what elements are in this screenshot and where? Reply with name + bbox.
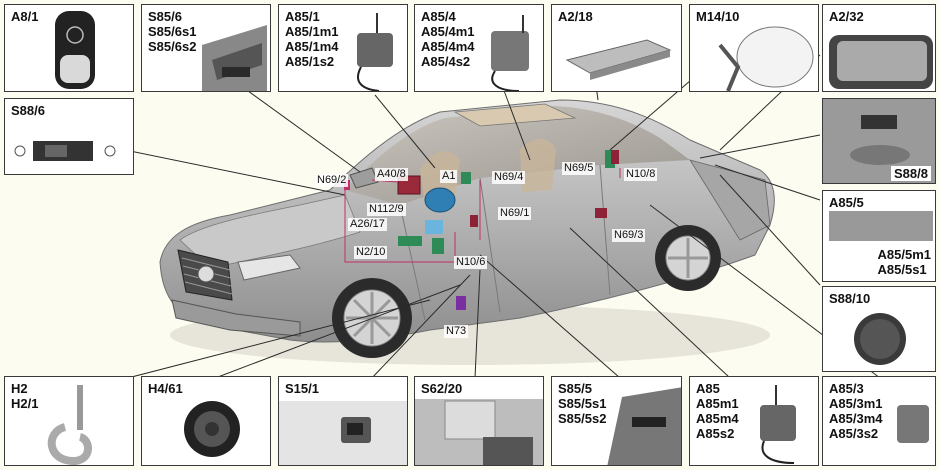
component-label-a85-3: A85/3 A85/3m1 A85/3m4 A85/3s2: [829, 381, 883, 441]
component-label-a2-18: A2/18: [558, 9, 593, 24]
callout-a26-17: A26/17: [348, 218, 387, 231]
horn-image: [47, 385, 92, 465]
component-label-a85-5-sub: A85/5m1 A85/5s1: [877, 247, 931, 277]
callout-n69-3: N69/3: [612, 229, 646, 242]
callout-n73: N73: [444, 325, 469, 338]
component-box-a85-3: A85/3 A85/3m1 A85/3m4 A85/3s2: [822, 376, 936, 466]
callout-a40-8: A40/8: [375, 168, 408, 181]
component-box-a85-4: A85/4 A85/4m1 A85/4m4 A85/4s2: [414, 4, 544, 92]
door-lock-actuator-image: [760, 385, 796, 464]
component-label-m14-10: M14/10: [696, 9, 740, 24]
component-box-a8-1: A8/1: [4, 4, 134, 92]
component-label-s62-20: S62/20: [421, 381, 463, 396]
component-label-s88-8: S88/8: [891, 166, 931, 181]
component-label-a85-5: A85/5: [829, 195, 864, 210]
component-box-s88-10: S88/10: [822, 286, 936, 372]
door-contact-switch-image: [415, 399, 543, 465]
callout-n10-8: N10/8: [624, 168, 658, 181]
component-box-h4-61: H4/61: [141, 376, 271, 466]
central-locking-switch-image: [14, 141, 116, 161]
component-label-h4-61: H4/61: [148, 381, 183, 396]
key-fob-image: [55, 11, 95, 89]
component-box-s62-20: S62/20: [414, 376, 544, 466]
trunk-closing-button-image: [854, 313, 906, 365]
component-box-s15-1: S15/1: [278, 376, 408, 466]
component-box-s85-6: S85/6 S85/6s1 S85/6s2: [141, 4, 271, 92]
component-label-a85: A85 A85m1 A85m4 A85s2: [696, 381, 739, 441]
component-label-s88-10: S88/10: [829, 291, 871, 306]
door-lock-actuator-image: [357, 13, 393, 91]
component-box-a2-32: A2/32: [822, 4, 936, 92]
callout-n112-9: N112/9: [367, 203, 406, 216]
door-lock-actuator-image: [897, 405, 929, 443]
component-box-s88-6: S88/6: [4, 98, 134, 175]
hood-switch-image: [279, 401, 407, 465]
component-box-s85-5: S85/5 S85/5s1 S85/5s2: [551, 376, 682, 466]
callout-n2-10: N2/10: [354, 246, 388, 259]
component-box-h2: H2 H2/1: [4, 376, 134, 466]
door-handle-switch-image: [202, 25, 267, 91]
speaker-image: [184, 401, 240, 457]
component-label-a8-1: A8/1: [11, 9, 39, 24]
component-label-s85-6: S85/6 S85/6s1 S85/6s2: [148, 9, 197, 54]
component-label-a2-32: A2/32: [829, 9, 864, 24]
callout-n10-6: N10/6: [454, 256, 488, 269]
fuel-flap-motor-image: [718, 26, 814, 91]
component-box-a85-1: A85/1 A85/1m1 A85/1m4 A85/1s2: [278, 4, 408, 92]
component-label-h2: H2 H2/1: [11, 381, 39, 411]
rear-window-antenna-image: [829, 35, 933, 89]
component-box-s88-8: S88/8: [822, 98, 936, 184]
component-box-a2-18: A2/18: [551, 4, 682, 92]
rear-door-handle-switch-image: [607, 387, 681, 465]
callout-n69-1: N69/1: [498, 207, 532, 220]
trunk-lock-image: [829, 211, 933, 241]
callout-a1: A1: [440, 170, 458, 183]
component-box-m14-10: M14/10: [689, 4, 819, 92]
component-label-s85-5: S85/5 S85/5s1 S85/5s2: [558, 381, 607, 426]
component-label-a85-4: A85/4 A85/4m1 A85/4m4 A85/4s2: [421, 9, 475, 69]
callout-n69-5: N69/5: [562, 162, 596, 175]
component-box-a85-5: A85/5 A85/5m1 A85/5s1: [822, 190, 936, 282]
component-label-s88-6: S88/6: [11, 103, 45, 118]
door-lock-actuator-image: [491, 15, 529, 91]
callout-n69-2: N69/2: [315, 174, 349, 187]
component-label-a85-1: A85/1 A85/1m1 A85/1m4 A85/1s2: [285, 9, 339, 69]
component-box-a85: A85 A85m1 A85m4 A85s2: [689, 376, 819, 466]
antenna-module-image: [565, 39, 672, 80]
component-label-s15-1: S15/1: [285, 381, 319, 396]
callout-n69-4: N69/4: [492, 171, 526, 184]
